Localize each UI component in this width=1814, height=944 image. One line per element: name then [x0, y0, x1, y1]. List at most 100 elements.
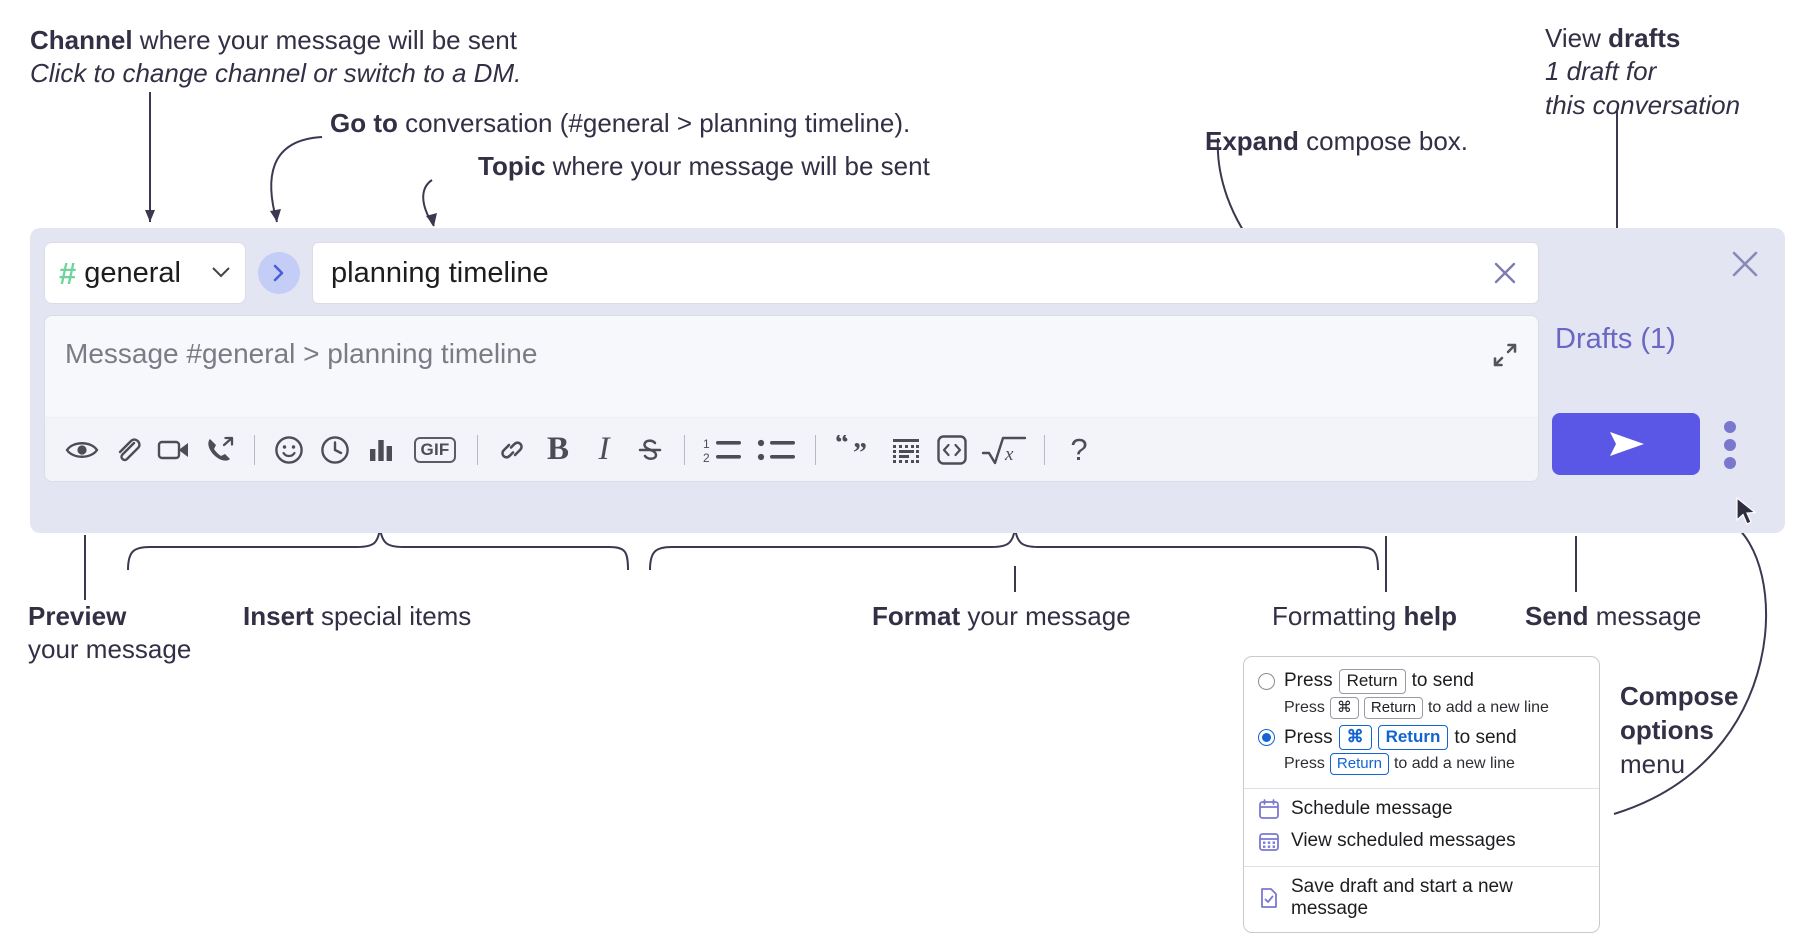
send-option-return[interactable]: Press Return to send — [1244, 667, 1599, 696]
send-icon — [1610, 432, 1644, 456]
send-option-cmd-return-hint: Press Return to add a new line — [1244, 752, 1599, 779]
annotation-insert-rest: special items — [313, 601, 472, 631]
annotation-drafts-italic2: this conversation — [1545, 89, 1741, 120]
toolbar-separator — [254, 434, 255, 465]
clear-topic-icon[interactable] — [1486, 254, 1524, 292]
close-icon[interactable] — [1727, 246, 1763, 282]
annotation-topic-rest: where your message will be sent — [545, 151, 930, 181]
annotation-send-bold: Send — [1525, 601, 1589, 631]
message-placeholder: Message #general > planning timeline — [65, 338, 538, 369]
svg-text:“: “ — [835, 435, 849, 459]
blockquote-icon[interactable]: “” — [827, 427, 883, 473]
poll-icon[interactable] — [358, 427, 404, 473]
code-block-icon[interactable] — [883, 427, 929, 473]
annotation-topic-bold: Topic — [478, 151, 546, 181]
menu-item-save-draft[interactable]: Save draft and start a new message — [1244, 871, 1599, 930]
huddle-icon[interactable] — [197, 427, 243, 473]
opt-text: to add a new line — [1393, 755, 1515, 773]
compose-right-panel: Drafts (1) — [1540, 228, 1785, 533]
annotation-channel: Channel where your message will be sent … — [30, 24, 521, 91]
send-option-return-hint: Press ⌘ Return to add a new line — [1244, 696, 1599, 723]
annotation-compose-options-bold2: options — [1620, 714, 1714, 745]
annotation-expand: Expand compose box. — [1205, 125, 1468, 158]
annotation-channel-bold: Channel — [30, 25, 133, 55]
opt-text: to send — [1454, 726, 1517, 748]
radio-cmd-return[interactable] — [1258, 729, 1275, 747]
key-chip-cmd: ⌘ — [1338, 725, 1372, 751]
gif-icon[interactable]: GIF — [404, 427, 466, 473]
annotation-format: Format your message — [872, 600, 1131, 633]
key-chip-return: Return — [1338, 669, 1406, 694]
topic-input[interactable]: planning timeline — [312, 242, 1539, 304]
bulleted-list-icon[interactable] — [750, 427, 804, 473]
annotation-channel-rest: where your message will be sent — [132, 25, 517, 55]
calendar-grid-icon — [1258, 830, 1280, 852]
send-option-cmd-return-label: Press ⌘ Return to send — [1284, 725, 1517, 751]
compose-box: # general planning timeline M — [30, 228, 1785, 533]
send-option-return-label: Press Return to send — [1284, 669, 1474, 694]
go-to-conversation-button[interactable] — [258, 252, 300, 294]
bold-icon[interactable]: B — [546, 431, 569, 467]
math-icon[interactable]: x — [975, 427, 1033, 473]
help-icon[interactable]: ? — [1070, 431, 1088, 467]
attachment-icon[interactable] — [105, 427, 151, 473]
compose-options-menu: Press Return to send Press ⌘ Return to a… — [1243, 656, 1600, 934]
annotation-preview-bold: Preview — [28, 601, 127, 631]
annotation-preview: Preview your message — [28, 600, 191, 667]
chevron-down-icon — [211, 262, 231, 284]
annotation-format-bold: Format — [872, 601, 961, 631]
emoji-icon[interactable] — [266, 427, 312, 473]
svg-text:1: 1 — [703, 437, 710, 451]
toolbar-separator — [477, 434, 478, 465]
gif-label: GIF — [413, 436, 457, 463]
annotation-goto-bold: Go to — [330, 108, 398, 138]
menu-item-schedule-message[interactable]: Schedule message — [1244, 793, 1599, 825]
clock-icon[interactable] — [312, 427, 358, 473]
italic-icon[interactable]: I — [598, 431, 610, 467]
annotation-drafts: View drafts 1 draft for this conversatio… — [1545, 22, 1740, 122]
radio-return[interactable] — [1258, 672, 1275, 690]
annotation-topic: Topic where your message will be sent — [478, 150, 930, 183]
annotation-compose-options-bold1: Compose — [1620, 681, 1739, 711]
opt-text: Press — [1284, 699, 1325, 717]
compose-header-row: # general planning timeline — [44, 242, 1539, 304]
topic-value: planning timeline — [331, 256, 549, 289]
send-button[interactable] — [1552, 413, 1700, 475]
link-icon[interactable] — [489, 427, 535, 473]
key-chip-return: Return — [1329, 753, 1389, 776]
key-chip-cmd: ⌘ — [1329, 696, 1359, 720]
expand-icon[interactable] — [1488, 338, 1522, 372]
inline-code-icon[interactable] — [929, 427, 975, 473]
annotation-insert-bold: Insert — [243, 601, 314, 631]
toolbar-separator — [815, 434, 816, 465]
annotation-channel-italic: Click to change channel or switch to a D… — [30, 58, 522, 89]
annotation-expand-rest: compose box. — [1298, 126, 1469, 156]
save-draft-icon — [1258, 887, 1280, 909]
annotation-expand-bold: Expand — [1205, 126, 1299, 156]
compose-options-icon[interactable] — [1720, 421, 1740, 469]
channel-selector[interactable]: # general — [44, 242, 246, 304]
menu-item-label: View scheduled messages — [1291, 830, 1516, 852]
annotation-compose-options: Compose options menu — [1620, 680, 1738, 781]
message-input-area[interactable]: Message #general > planning timeline — [44, 315, 1539, 482]
opt-text: Press — [1284, 726, 1333, 748]
mouse-cursor — [1736, 496, 1757, 525]
strikethrough-icon[interactable] — [627, 427, 673, 473]
send-option-cmd-return[interactable]: Press ⌘ Return to send — [1244, 723, 1599, 752]
key-chip-return: Return — [1377, 725, 1449, 751]
menu-item-label: Save draft and start a new message — [1291, 876, 1513, 920]
annotation-goto-rest: conversation (#general > planning timeli… — [397, 108, 911, 138]
opt-text: Press — [1284, 755, 1325, 773]
annotation-drafts-bold: drafts — [1608, 23, 1681, 53]
video-icon[interactable] — [151, 427, 197, 473]
drafts-link[interactable]: Drafts (1) — [1555, 323, 1676, 355]
preview-icon[interactable] — [59, 427, 105, 473]
annotation-help: Formatting help — [1272, 600, 1457, 633]
annotation-help-plain: Formatting — [1272, 601, 1404, 631]
menu-item-view-scheduled-messages[interactable]: View scheduled messages — [1244, 825, 1599, 857]
chevron-right-icon — [273, 264, 284, 282]
hash-icon: # — [59, 255, 77, 291]
